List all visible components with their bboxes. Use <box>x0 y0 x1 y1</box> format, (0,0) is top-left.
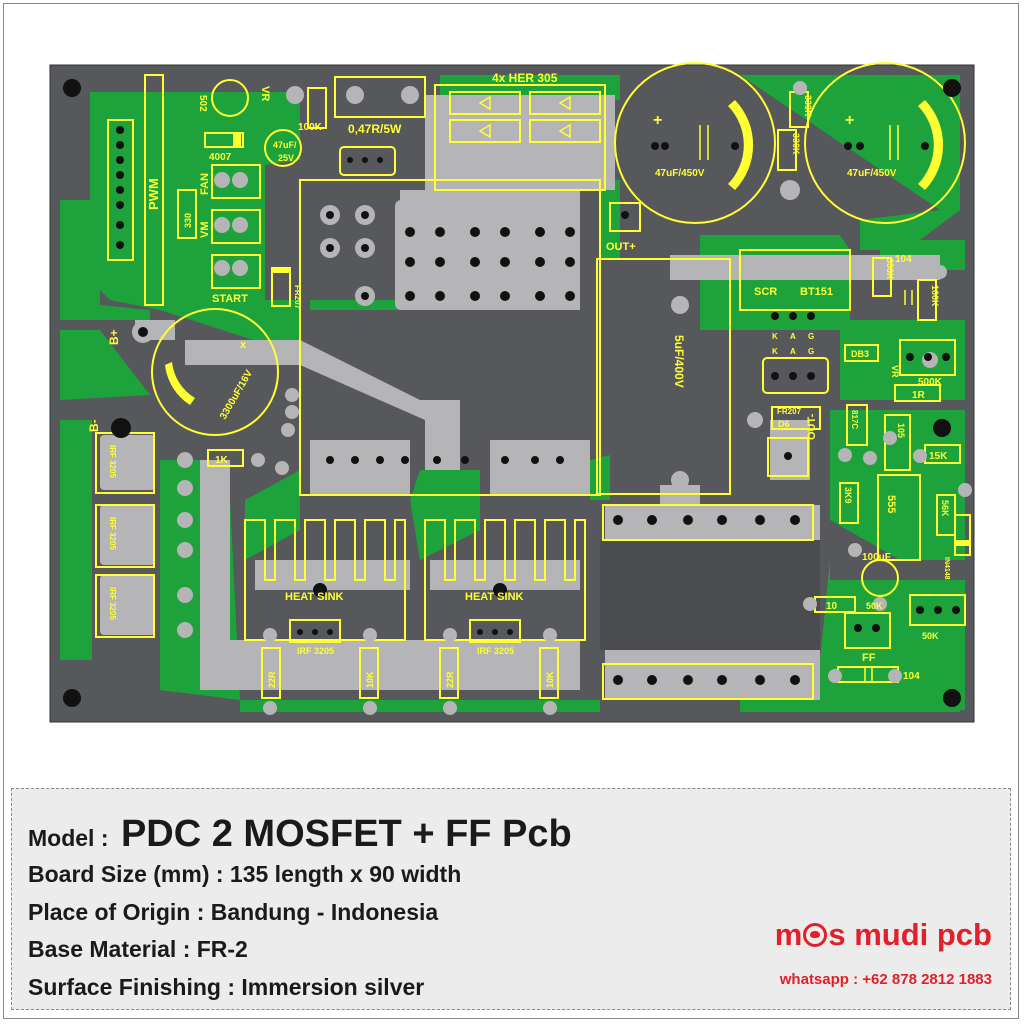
label-104-b: 104 <box>903 671 920 682</box>
label-plus-2: + <box>845 112 854 129</box>
label-start: START <box>212 293 248 305</box>
label-330: 330 <box>183 213 193 228</box>
label-10k-2: 10K <box>545 671 555 688</box>
place-of-origin: Place of Origin : Bandung - Indonesia <box>28 899 439 925</box>
label-irf-side-3: IRF 3205 <box>108 587 117 620</box>
whatsapp-contact: whatsapp : +62 878 2812 1883 <box>779 971 992 988</box>
model-value: PDC 2 MOSFET + FF Pcb <box>120 813 572 855</box>
label-100k-b: 100K <box>930 285 940 307</box>
label-25v: 25V <box>278 153 294 163</box>
pcb-board-image: 4x HER 305 VR 502 100K 0,47R/5W 4007 47u… <box>49 62 975 723</box>
label-10: 10 <box>826 601 838 612</box>
label-47uf450-1: 47uF/450V <box>655 168 705 179</box>
model-label: Model : <box>28 825 109 851</box>
label-scr: SCR <box>754 286 777 298</box>
label-g2: G <box>808 347 814 356</box>
bird-logo-icon <box>803 923 828 947</box>
label-555: 555 <box>885 495 897 513</box>
label-5uf400: 5uF/400V <box>672 335 686 388</box>
label-a2: A <box>790 347 796 356</box>
label-56k: 56K <box>940 500 950 517</box>
label-330k-3: 330K <box>885 258 895 280</box>
surface-finishing: Surface Finishing : Immersion silver <box>28 974 425 1000</box>
label-3k9: 3K9 <box>843 487 853 504</box>
brand-name-start: m <box>774 917 803 952</box>
label-bplus: B+ <box>107 329 121 345</box>
label-vr: VR <box>259 86 271 101</box>
label-plus-1: + <box>653 112 662 129</box>
silkscreen <box>95 62 971 700</box>
label-g1: G <box>808 332 814 341</box>
product-info-panel: Model : PDC 2 MOSFET + FF Pcb Board Size… <box>11 788 1011 1010</box>
label-heatsink-2: HEAT SINK <box>465 591 524 603</box>
label-in4148: IN4148 <box>943 557 950 580</box>
label-104: 104 <box>895 254 912 265</box>
label-500k: 500K <box>918 377 943 388</box>
label-1k: 1K <box>215 455 229 466</box>
label-out-plus: OUT+ <box>606 241 636 253</box>
label-irf3205-2: IRF 3205 <box>477 646 514 656</box>
board-size: Board Size (mm) : 135 length x 90 width <box>28 861 462 887</box>
label-105: 105 <box>896 423 906 438</box>
label-vm: VM <box>199 222 211 239</box>
label-15k: 15K <box>929 451 948 462</box>
label-fr207-b: FR207 <box>777 407 802 416</box>
diode-symbols <box>478 95 913 682</box>
label-out-minus: OUT- <box>806 413 818 440</box>
label-heatsink-1: HEAT SINK <box>285 591 344 603</box>
label-her305: 4x HER 305 <box>492 71 558 85</box>
label-330k-1: 330K <box>803 95 813 117</box>
label-bt151: BT151 <box>800 286 833 298</box>
label-bminus: B- <box>87 419 101 432</box>
label-k2: K <box>772 347 778 356</box>
label-047r: 0,47R/5W <box>348 122 402 136</box>
label-irf3205-1: IRF 3205 <box>297 646 334 656</box>
label-vr-b: VR <box>890 365 900 378</box>
label-50k-2: 50K <box>922 631 939 641</box>
label-100k: 100K <box>298 122 323 133</box>
label-fan: FAN <box>199 173 211 195</box>
label-4007: 4007 <box>209 152 232 163</box>
label-pwm: PWM <box>146 178 161 210</box>
silkscreen-accents <box>165 100 970 546</box>
label-22r-1: 22R <box>267 671 277 688</box>
label-ff: FF <box>862 652 876 664</box>
brand-logo: m s mudi pcb <box>775 917 992 953</box>
label-817c: 817C <box>850 410 859 429</box>
label-irf-side-1: IRF 3205 <box>108 445 117 478</box>
label-db3: DB3 <box>851 349 869 359</box>
label-a1: A <box>790 332 796 341</box>
label-k1: K <box>772 332 778 341</box>
label-1r: 1R <box>912 390 926 401</box>
drill-holes <box>63 79 972 715</box>
label-d6: D6 <box>778 419 790 429</box>
model-row: Model : PDC 2 MOSFET + FF Pcb <box>28 813 572 856</box>
label-10k-1: 10K <box>365 671 375 688</box>
label-100uf: 100uF <box>862 552 891 563</box>
label-47uf450-2: 47uF/450V <box>847 168 897 179</box>
label-fr207-a: FR207 <box>293 285 302 310</box>
brand-name-end: s mudi pcb <box>828 917 992 952</box>
label-330k-2: 330K <box>791 133 801 155</box>
label-x-mark: x <box>240 339 247 351</box>
label-502: 502 <box>197 95 208 112</box>
label-irf-side-2: IRF 3205 <box>108 517 117 550</box>
label-22r-2: 22R <box>445 671 455 688</box>
base-material: Base Material : FR-2 <box>28 936 248 962</box>
outer-frame <box>3 3 1019 1019</box>
label-47uf: 47uF/ <box>273 140 297 150</box>
label-50k-1: 50K <box>866 601 883 611</box>
